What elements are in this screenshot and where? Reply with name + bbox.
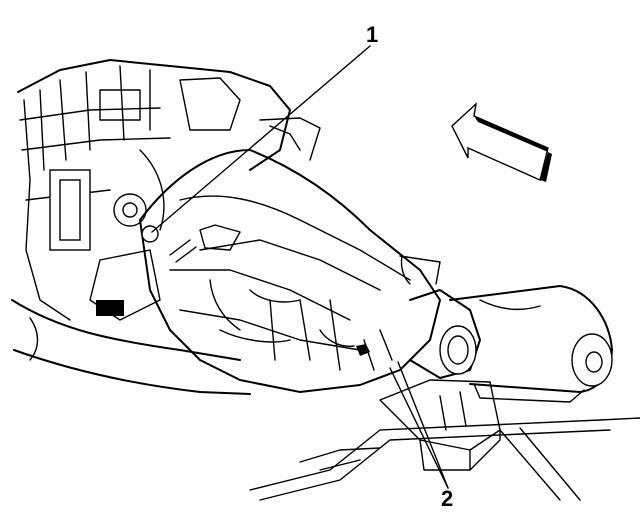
engine-assembly <box>17 59 321 321</box>
transmission-case <box>139 149 441 393</box>
callout-2-leader-b <box>397 361 449 489</box>
callout-1-leader <box>151 45 371 233</box>
callout-number-2: 2 <box>441 486 454 511</box>
driveshaft-cylinder <box>449 285 613 403</box>
transmission-tailshaft <box>399 255 481 379</box>
callout-2-leader <box>389 367 449 489</box>
frame-rail <box>249 417 640 501</box>
exhaust-pipe <box>11 299 251 395</box>
front-direction-arrow-icon <box>451 102 552 182</box>
callout-number-1: 1 <box>366 22 379 47</box>
